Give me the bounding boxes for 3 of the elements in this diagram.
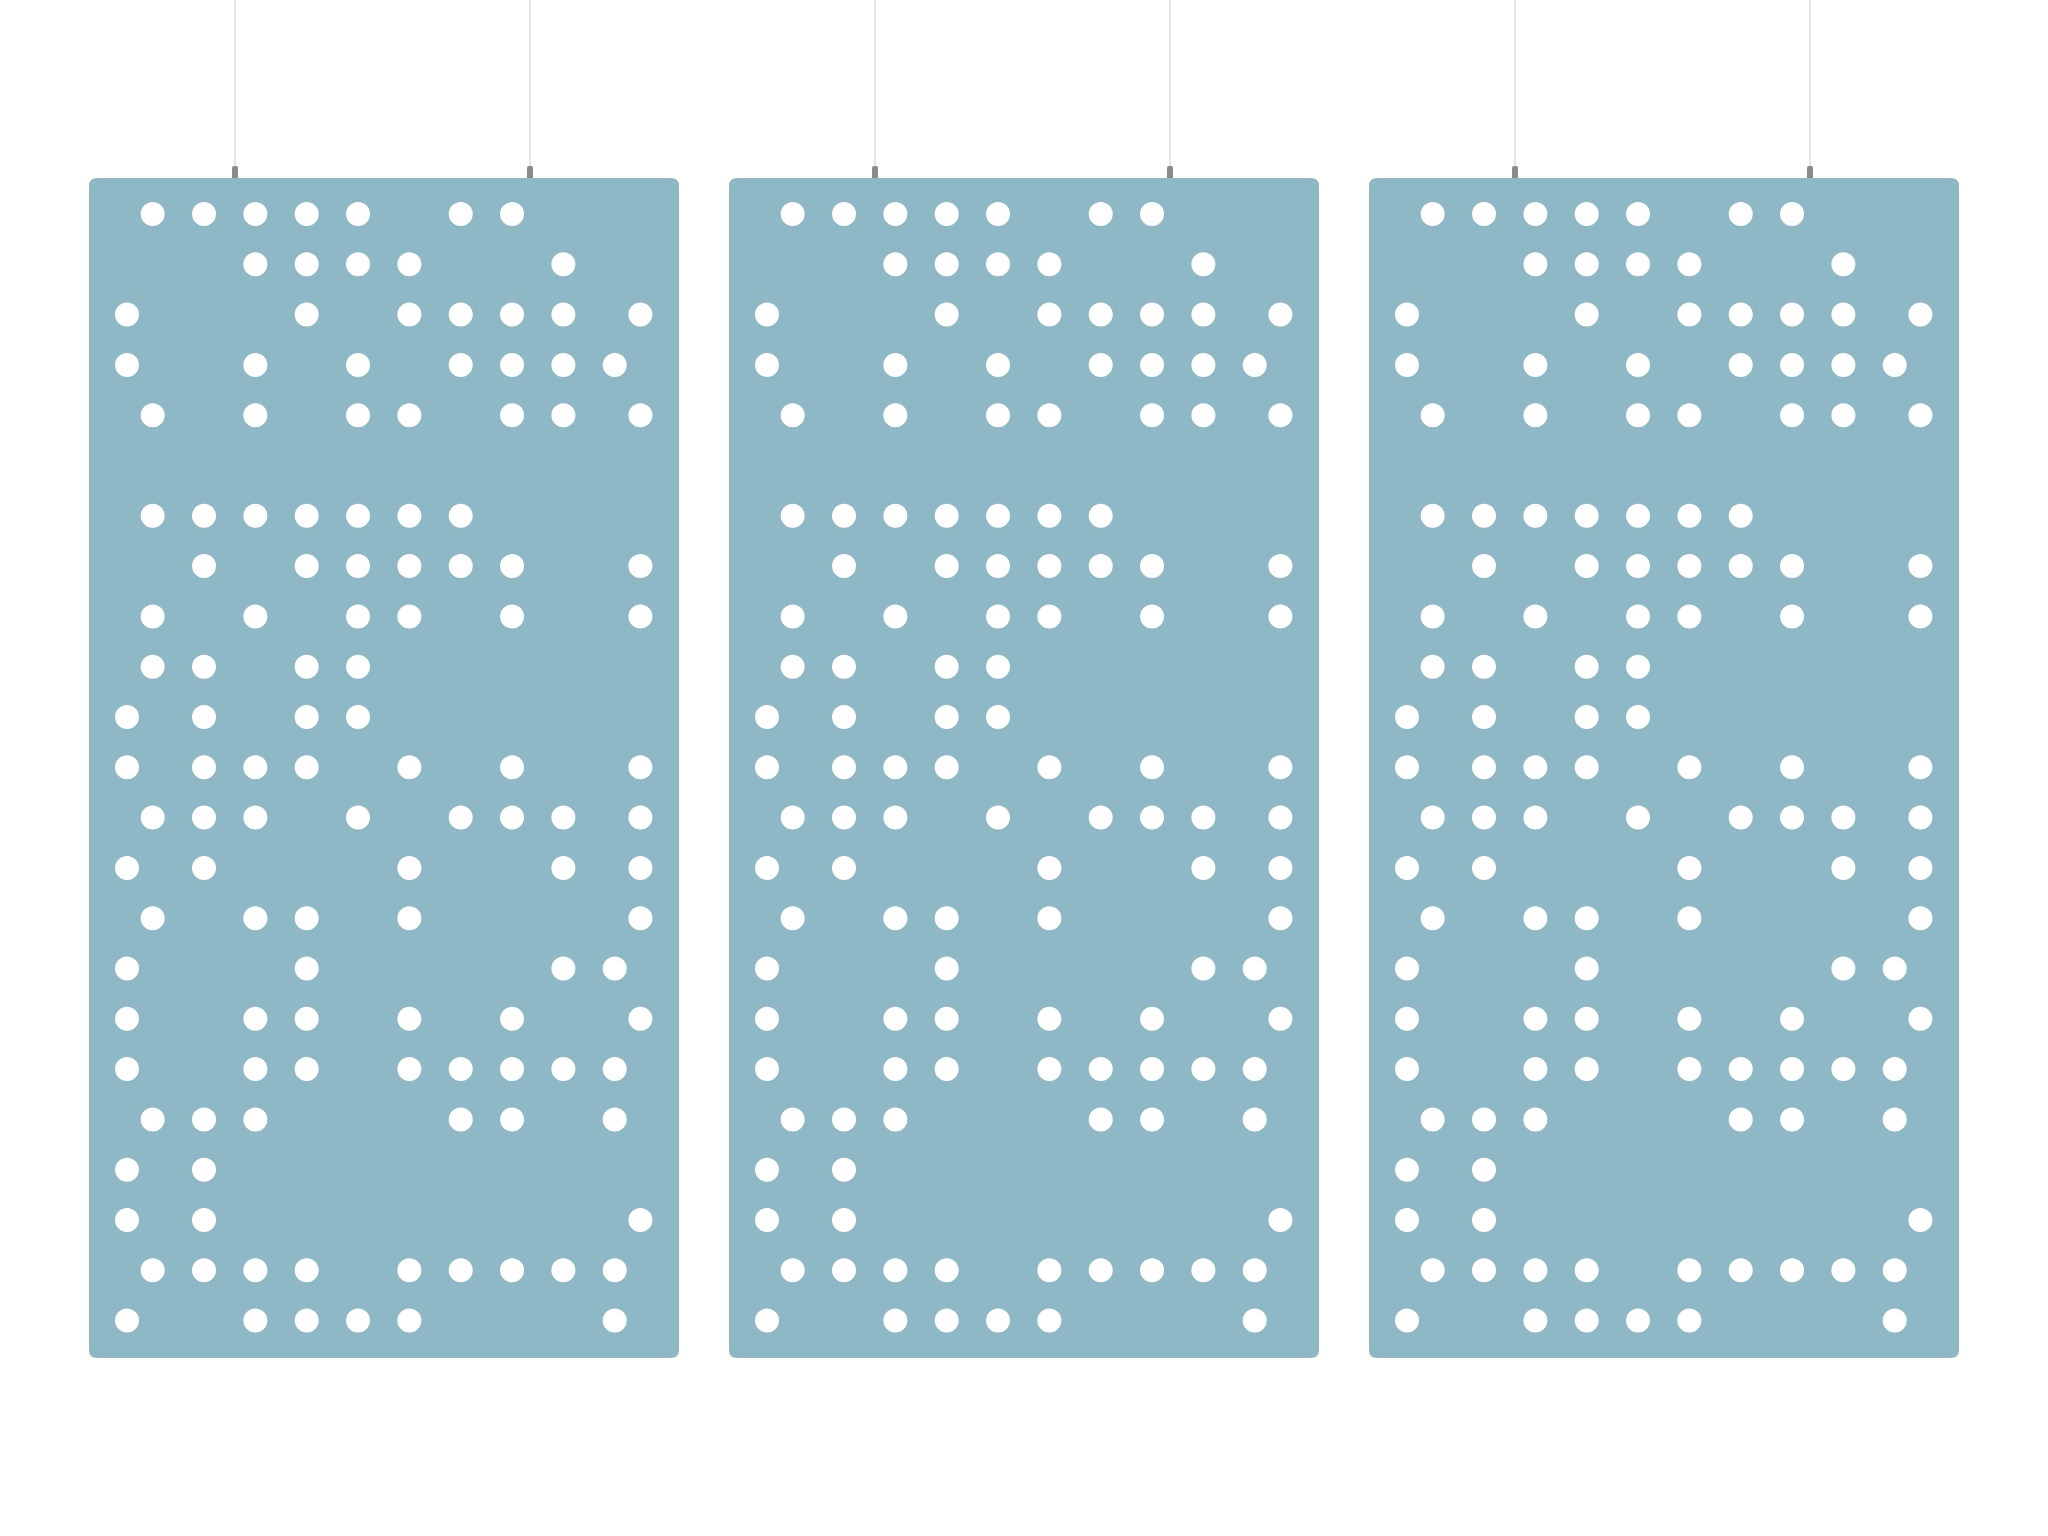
- perforated-felt-panel: [729, 0, 1319, 1358]
- perforated-felt-panel: [89, 0, 679, 1358]
- perforated-felt-panel: [1369, 0, 1959, 1358]
